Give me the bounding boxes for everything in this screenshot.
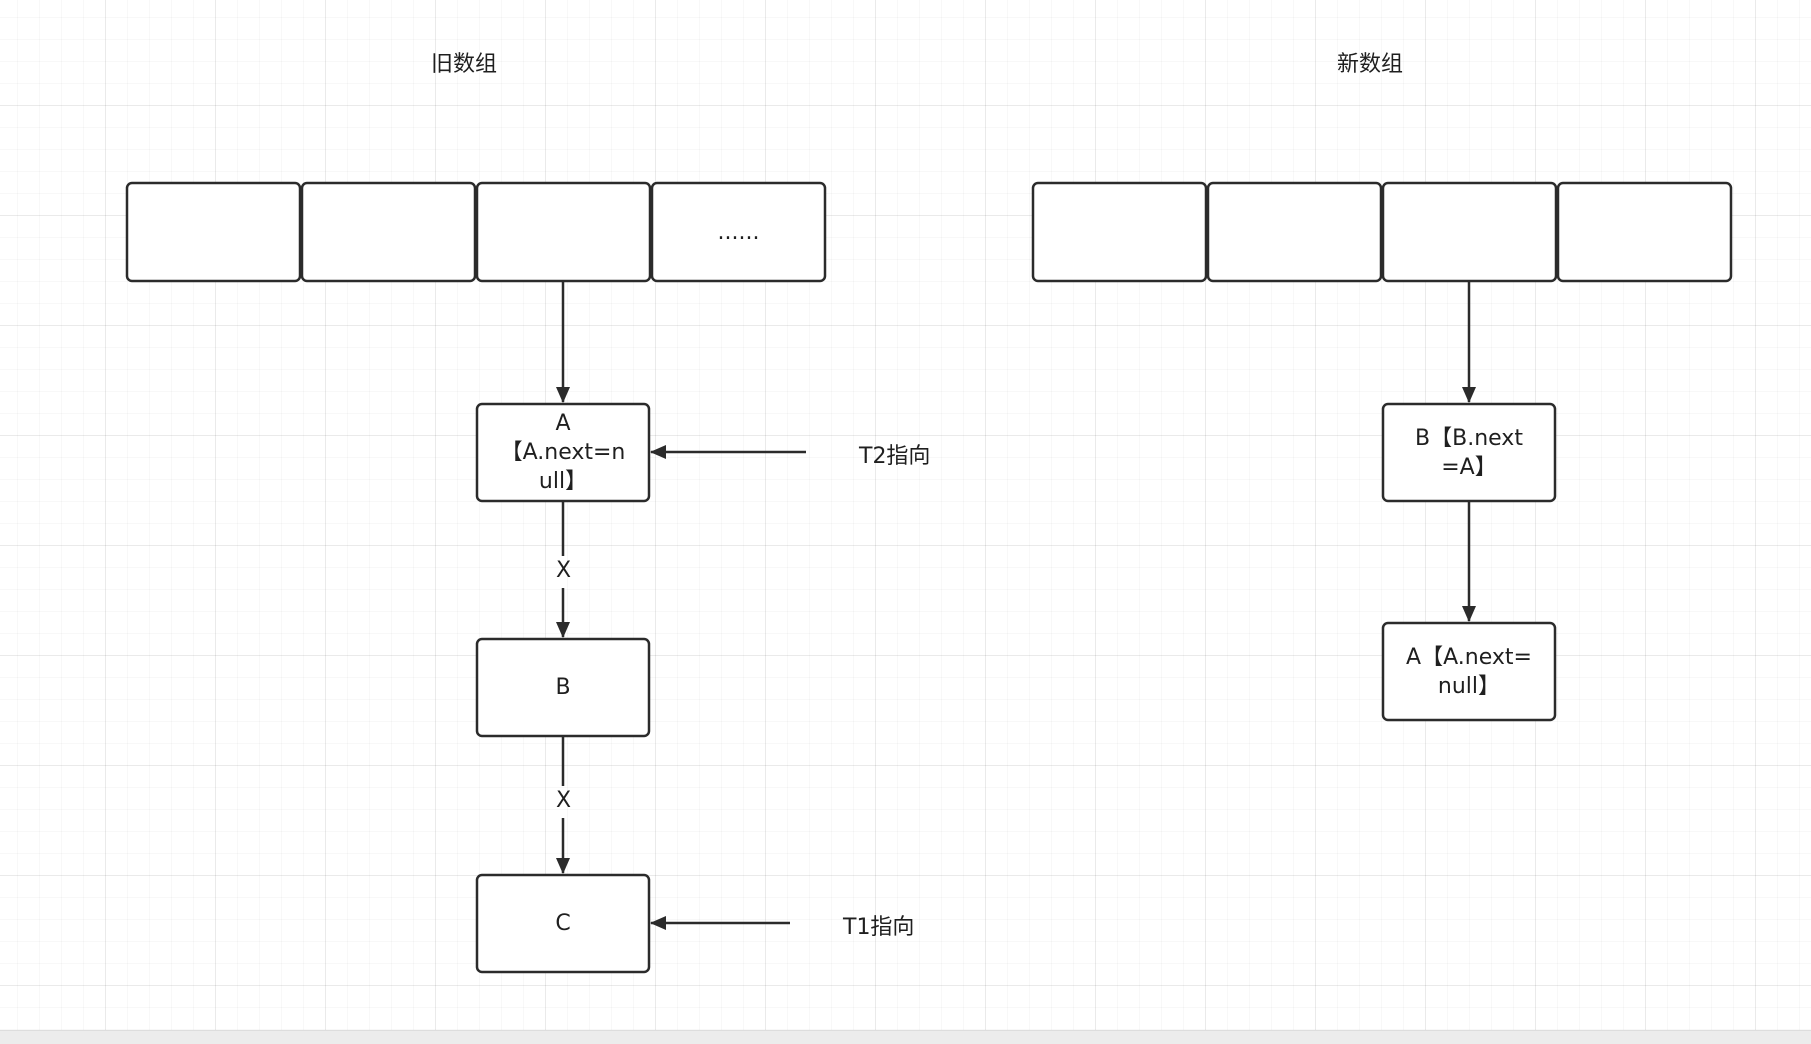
new-array-cell-2[interactable] <box>1381 181 1558 283</box>
old-array-cell-2[interactable] <box>475 181 652 283</box>
old-node-c-label: C <box>555 911 571 936</box>
new-array-title: 新数组 <box>1337 52 1404 77</box>
t2-pointer-label: T2指向 <box>859 444 931 469</box>
old-node-c[interactable] <box>475 873 651 974</box>
edge-label-a-b: X <box>556 558 572 583</box>
old-node-b-label: B <box>555 675 571 700</box>
edge-label-b-c: X <box>556 788 572 813</box>
old-array-title: 旧数组 <box>431 52 498 77</box>
new-array-cell-0[interactable] <box>1031 181 1208 283</box>
new-node-a[interactable] <box>1381 621 1557 722</box>
t1-pointer-label: T1指向 <box>843 915 915 940</box>
new-node-b-label: B【B.next =A】 <box>1415 425 1523 480</box>
old-array <box>125 181 827 283</box>
new-array-cell-1[interactable] <box>1206 181 1383 283</box>
old-array-cell-3[interactable] <box>650 181 827 283</box>
old-array-cell-3-label: ...... <box>717 219 760 245</box>
new-array-cell-3[interactable] <box>1556 181 1733 283</box>
canvas-scrollbar[interactable] <box>0 1030 1811 1044</box>
old-array-cell-1[interactable] <box>300 181 477 283</box>
new-array <box>1031 181 1733 283</box>
old-node-a-label: A 【A.next=n ull】 <box>500 411 626 494</box>
new-node-a-label: A【A.next= null】 <box>1406 644 1532 699</box>
old-array-cell-0[interactable] <box>125 181 302 283</box>
